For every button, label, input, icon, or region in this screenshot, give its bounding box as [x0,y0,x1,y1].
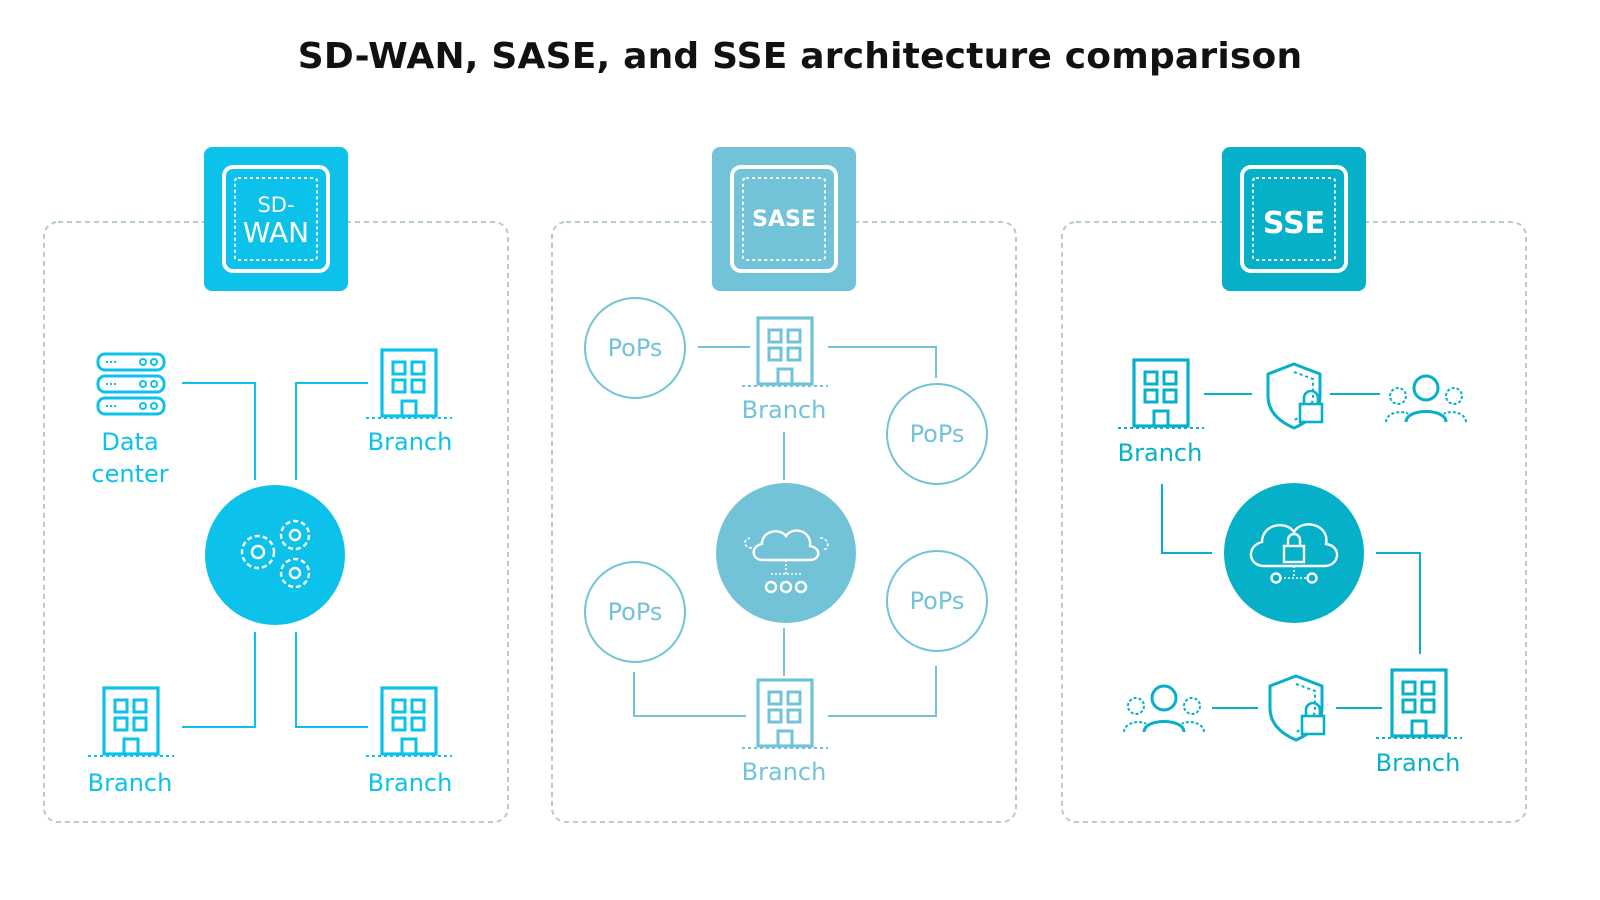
pop-right-bottom: PoPs [886,550,988,652]
shield-lock-icon [1268,674,1326,742]
datacenter-label-line1: Data [101,428,158,456]
sse-badge-label: SSE [1263,206,1325,241]
building-icon [1374,668,1464,740]
building-icon [1116,358,1206,430]
page-title: SD-WAN, SASE, and SSE architecture compa… [297,36,1303,77]
pop-label: PoPs [910,420,965,448]
sase-badge: SASE [712,147,856,291]
sdwan-hub [205,485,345,625]
building-icon [364,348,454,420]
sdwan-connector-lines [182,382,368,728]
building-icon [740,678,830,750]
users-icon [1384,374,1468,424]
building-icon [740,316,830,388]
pop-label: PoPs [608,598,663,626]
sase-badge-label: SASE [752,207,816,232]
sase-connector-lines [633,346,937,717]
sse-badge: SSE [1222,147,1366,291]
sdwan-branch-bottom-right-label: Branch [368,769,453,797]
sase-branch-top-label: Branch [742,396,827,424]
sse-hub [1224,483,1364,623]
building-icon [364,686,454,758]
sse-branch-top-label: Branch [1118,439,1203,467]
server-icon [96,352,166,416]
shield-lock-icon [1266,362,1324,430]
cloud-network-icon [744,529,829,594]
gears-icon [240,519,311,589]
sdwan-branch-top-label: Branch [368,428,453,456]
sdwan-badge: SD- WAN [204,147,348,291]
users-icon [1122,684,1206,734]
sase-hub [716,483,856,623]
sse-branch-bottom-label: Branch [1376,749,1461,777]
sdwan-badge-label-line2: WAN [243,216,309,249]
pop-label: PoPs [608,334,663,362]
cloud-lock-icon [1249,523,1339,584]
pop-bottom-left: PoPs [584,561,686,663]
pop-label: PoPs [910,587,965,615]
pop-right-top: PoPs [886,383,988,485]
sse-connector-lines [1161,393,1421,709]
building-icon [86,686,176,758]
sdwan-branch-bottom-left-label: Branch [88,769,173,797]
pop-top-left: PoPs [584,297,686,399]
datacenter-label-line2: center [91,460,168,488]
sase-branch-bottom-label: Branch [742,758,827,786]
sdwan-badge-label-line1: SD- [257,193,294,217]
